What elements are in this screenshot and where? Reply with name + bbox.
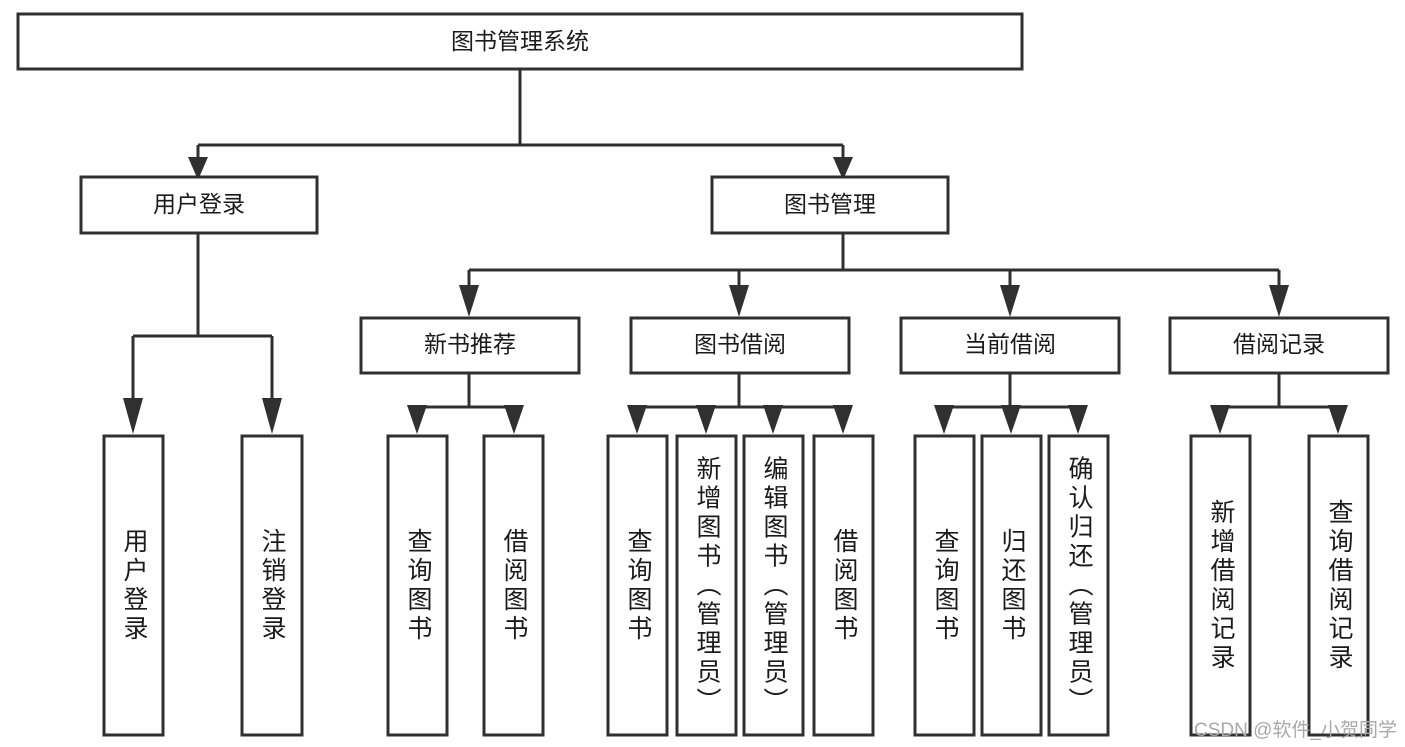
connector-root-to-level2 <box>188 69 853 180</box>
arrow-head-leaf-query-borrow-record <box>1328 405 1348 434</box>
node-leaf-query-book-cur-label: 查询图书 <box>931 528 960 644</box>
node-leaf-query-book-rec-box[interactable] <box>386 434 449 737</box>
node-leaf-user-login-box[interactable] <box>102 434 165 737</box>
arrow-head-borrow-record <box>1269 285 1289 317</box>
node-leaf-query-borrow-record[interactable]: 查询借阅记录 <box>1307 434 1370 737</box>
arrow-head-current-borrow <box>1000 285 1020 317</box>
node-leaf-confirm-return-admin-label: 确认归还（管理员） <box>1065 456 1094 717</box>
node-book-management-box[interactable] <box>710 175 950 235</box>
node-borrow-record-label: 借阅记录 <box>1233 331 1325 357</box>
arrow-head-leaf-query-book-borrow <box>627 405 647 434</box>
node-book-borrow[interactable]: 图书借阅 <box>629 316 851 375</box>
arrow-head-leaf-borrow-book-rec <box>504 405 524 434</box>
node-leaf-return-book-box[interactable] <box>980 434 1043 737</box>
node-leaf-edit-book-admin-label: 编辑图书（管理员） <box>760 456 789 717</box>
node-new-book-recommend[interactable]: 新书推荐 <box>359 316 581 375</box>
node-leaf-query-borrow-record-label: 查询借阅记录 <box>1325 499 1354 673</box>
node-book-borrow-box[interactable] <box>629 316 851 375</box>
arrow-head-new-book-recommend <box>459 285 479 317</box>
node-current-borrow-box[interactable] <box>899 316 1121 375</box>
node-leaf-confirm-return-admin[interactable]: 确认归还（管理员） <box>1047 434 1110 737</box>
arrow-head-leaf-edit-book-admin <box>763 405 783 434</box>
node-root-label: 图书管理系统 <box>451 28 589 54</box>
connector-user-login-to-leaves <box>123 233 282 434</box>
arrow-head-leaf-user-login <box>123 398 143 434</box>
arrow-head-leaf-borrow-book <box>833 405 853 434</box>
connector-current-borrow-to-leaves <box>934 373 1088 434</box>
node-leaf-borrow-book-rec-label: 借阅图书 <box>500 528 529 644</box>
node-leaf-add-borrow-record[interactable]: 新增借阅记录 <box>1189 434 1252 737</box>
node-user-login-box[interactable] <box>79 175 319 235</box>
arrow-head-leaf-confirm-return-admin <box>1068 405 1088 434</box>
node-leaf-query-book-borrow[interactable]: 查询图书 <box>606 434 669 737</box>
arrow-head-leaf-return-book <box>1001 405 1021 434</box>
node-leaf-query-book-borrow-label: 查询图书 <box>624 528 653 644</box>
connector-borrow-record-to-leaves <box>1210 373 1348 434</box>
node-current-borrow-label: 当前借阅 <box>964 331 1056 357</box>
arrow-head-leaf-query-book-rec <box>407 405 427 434</box>
node-leaf-add-book-admin[interactable]: 新增图书（管理员） <box>675 434 738 737</box>
node-new-book-recommend-box[interactable] <box>359 316 581 375</box>
node-leaf-logout-login[interactable]: 注销登录 <box>240 434 304 737</box>
arrow-head-leaf-add-book-admin <box>696 405 716 434</box>
node-leaf-return-book[interactable]: 归还图书 <box>980 434 1043 737</box>
node-leaf-query-borrow-record-box[interactable] <box>1307 434 1370 737</box>
node-leaf-query-book-cur-box[interactable] <box>913 434 976 737</box>
connector-new-book-recommend-to-leaves <box>407 373 524 434</box>
node-leaf-add-borrow-record-box[interactable] <box>1189 434 1252 737</box>
node-borrow-record[interactable]: 借阅记录 <box>1168 316 1390 375</box>
arrow-head-book-management <box>833 157 853 180</box>
arrow-head-user-login <box>188 157 208 180</box>
node-leaf-borrow-book-rec-box[interactable] <box>482 434 545 737</box>
node-current-borrow[interactable]: 当前借阅 <box>899 316 1121 375</box>
node-leaf-borrow-book[interactable]: 借阅图书 <box>812 434 875 737</box>
node-leaf-query-book-rec-label: 查询图书 <box>404 528 433 644</box>
connector-book-borrow-to-leaves <box>627 373 853 434</box>
node-leaf-return-book-label: 归还图书 <box>998 528 1027 644</box>
arrow-head-book-borrow <box>729 285 749 317</box>
node-book-management-label: 图书管理 <box>784 191 876 217</box>
node-leaf-logout-login-label: 注销登录 <box>258 528 287 644</box>
arrow-head-leaf-add-borrow-record <box>1210 405 1230 434</box>
node-leaf-edit-book-admin-box[interactable] <box>742 434 805 737</box>
node-leaf-edit-book-admin[interactable]: 编辑图书（管理员） <box>742 434 805 737</box>
node-leaf-query-book-borrow-box[interactable] <box>606 434 669 737</box>
node-leaf-borrow-book-rec[interactable]: 借阅图书 <box>482 434 545 737</box>
node-user-login-label: 用户登录 <box>153 191 245 217</box>
node-new-book-recommend-label: 新书推荐 <box>424 331 516 357</box>
node-leaf-add-book-admin-box[interactable] <box>675 434 738 737</box>
node-leaf-borrow-book-label: 借阅图书 <box>830 528 859 644</box>
node-leaf-logout-login-box[interactable] <box>240 434 304 737</box>
node-leaf-user-login[interactable]: 用户登录 <box>102 434 165 737</box>
connector-book-management-to-level3 <box>459 233 1289 317</box>
node-book-borrow-label: 图书借阅 <box>694 331 786 357</box>
node-root[interactable]: 图书管理系统 <box>16 12 1024 71</box>
node-leaf-query-book-cur[interactable]: 查询图书 <box>913 434 976 737</box>
node-book-management[interactable]: 图书管理 <box>710 175 950 235</box>
node-borrow-record-box[interactable] <box>1168 316 1390 375</box>
node-leaf-borrow-book-box[interactable] <box>812 434 875 737</box>
node-leaf-confirm-return-admin-box[interactable] <box>1047 434 1110 737</box>
node-leaf-user-login-label: 用户登录 <box>120 528 149 644</box>
node-user-login[interactable]: 用户登录 <box>79 175 319 235</box>
node-root-box[interactable] <box>16 12 1024 71</box>
node-leaf-add-borrow-record-label: 新增借阅记录 <box>1207 499 1236 673</box>
node-leaf-query-book-rec[interactable]: 查询图书 <box>386 434 449 737</box>
arrow-head-leaf-logout-login <box>262 398 282 434</box>
node-leaf-add-book-admin-label: 新增图书（管理员） <box>693 456 722 717</box>
arrow-head-leaf-query-book-cur <box>934 405 954 434</box>
